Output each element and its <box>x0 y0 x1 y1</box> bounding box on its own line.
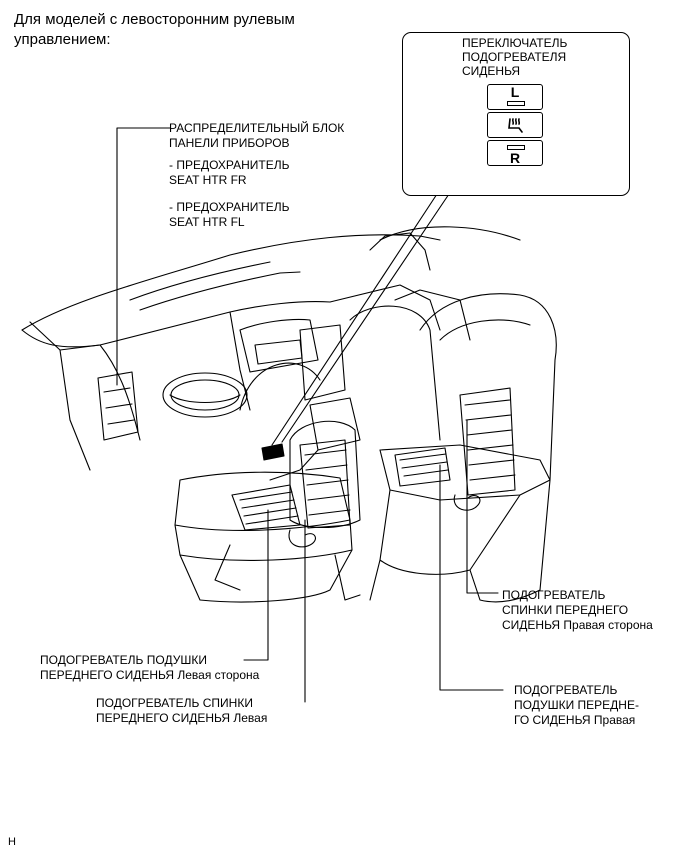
seat-heater-center-key <box>487 112 543 138</box>
label-cushion-heater-right: ПОДОГРЕВАТЕЛЬ ПОДУШКИ ПЕРЕДНЕ- ГО СИДЕНЬ… <box>514 683 639 727</box>
figure-code: H <box>8 836 16 848</box>
seat-heater-icon <box>508 118 523 133</box>
key-left-label: L <box>510 84 520 100</box>
indicator-light-left <box>507 101 525 106</box>
indicator-light-right <box>507 145 525 150</box>
label-fuse-fl: - ПРЕДОХРАНИТЕЛЬ SEAT HTR FL <box>169 200 290 229</box>
label-junction-block: РАСПРЕДЕЛИТЕЛЬНЫЙ БЛОК ПАНЕЛИ ПРИБОРОВ <box>169 121 345 150</box>
label-back-heater-right: ПОДОГРЕВАТЕЛЬ СПИНКИ ПЕРЕДНЕГО СИДЕНЬЯ П… <box>502 588 653 632</box>
label-cushion-heater-left: ПОДОГРЕВАТЕЛЬ ПОДУШКИ ПЕРЕДНЕГО СИДЕНЬЯ … <box>40 653 260 682</box>
seat-heater-left-key: L <box>487 84 543 110</box>
label-back-heater-left: ПОДОГРЕВАТЕЛЬ СПИНКИ ПЕРЕДНЕГО СИДЕНЬЯ Л… <box>96 696 268 725</box>
seat-heater-right-key: R <box>487 140 543 166</box>
key-right-label: R <box>509 150 521 166</box>
switch-title: ПЕРЕКЛЮЧАТЕЛЬ ПОДОГРЕВАТЕЛЯ СИДЕНЬЯ <box>462 36 568 78</box>
page-title: Для моделей с левосторонним рулевым упра… <box>14 11 295 48</box>
label-fuse-fr: - ПРЕДОХРАНИТЕЛЬ SEAT HTR FR <box>169 158 290 187</box>
